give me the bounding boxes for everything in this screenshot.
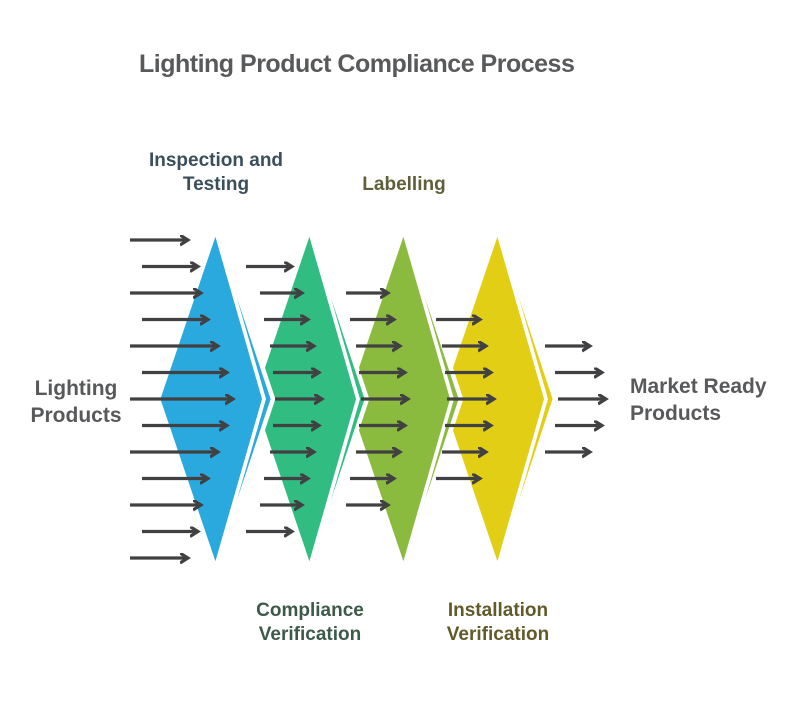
stage-diamond-bevel-line-0 xyxy=(214,231,266,567)
stage-label-installation-verification: Installation Verification xyxy=(446,600,550,645)
stage-diamond-bevel-line-3 xyxy=(496,231,548,567)
output-label: Market Ready Products xyxy=(630,375,767,425)
stage-diamond-bevel-line-1 xyxy=(308,231,360,567)
stage-label-inspection-and-testing: Inspection and Testing xyxy=(148,150,284,195)
stage-label-compliance-verification: Compliance Verification xyxy=(256,600,364,645)
stage-diamond-3 xyxy=(437,220,558,578)
page-title: Lighting Product Compliance Process xyxy=(139,50,575,78)
input-label: Lighting Products xyxy=(30,377,122,427)
stage-label-labelling: Labelling xyxy=(362,174,446,195)
